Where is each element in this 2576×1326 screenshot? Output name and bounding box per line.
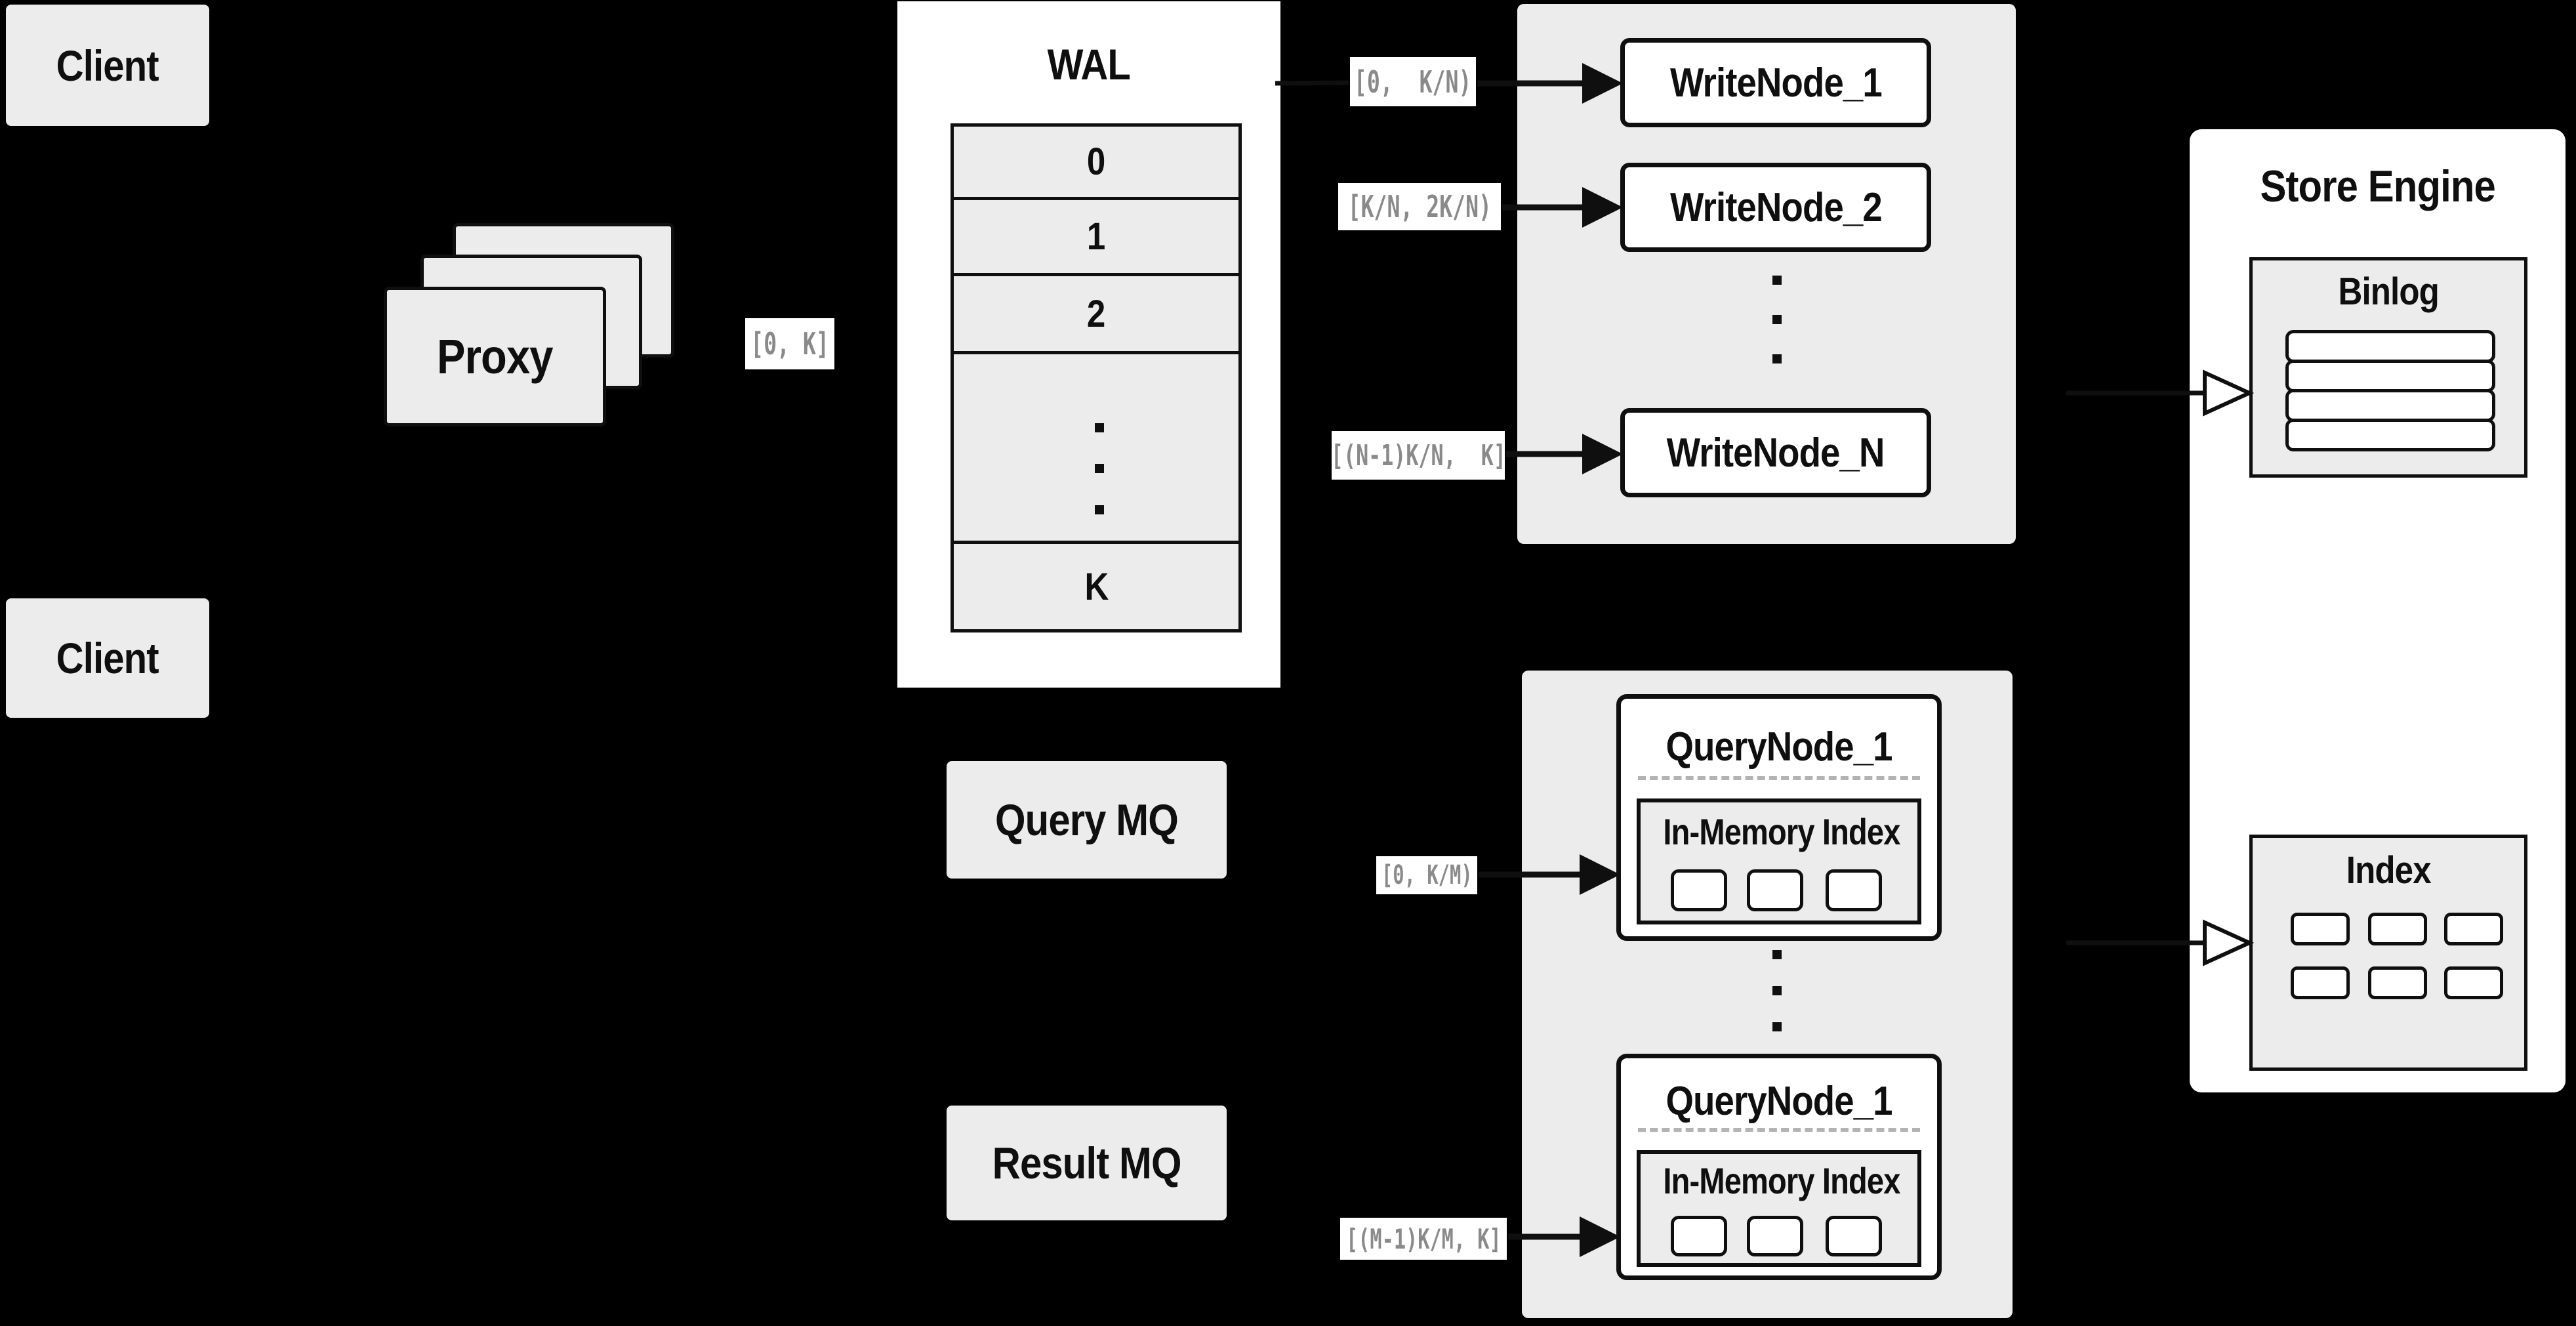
write-node-1-label: WriteNode_1 <box>1669 60 1883 106</box>
query-node-top-title: QueryNode_1 <box>1666 724 1892 770</box>
wal-panel: WAL 0 1 2 K <box>897 1 1280 688</box>
index-title: Index <box>2346 849 2432 892</box>
store-engine-panel: Store Engine Binlog Index <box>2190 129 2566 1092</box>
in-memory-index-top-box: In-Memory Index <box>1637 798 1921 924</box>
dot <box>1095 423 1104 432</box>
binlog-row <box>2285 419 2495 451</box>
query-node-bottom-title: QueryNode_1 <box>1666 1079 1892 1124</box>
dot <box>1772 950 1782 959</box>
wal-table: 0 1 2 K <box>951 123 1242 632</box>
label-range-querynode-last: [(M-1)K/M, K] <box>1340 1218 1507 1260</box>
query-mq-label: Query MQ <box>995 795 1179 845</box>
result-mq-box: Result MQ <box>947 1106 1227 1220</box>
write-node-n-label: WriteNode_N <box>1667 430 1885 476</box>
store-engine-title: Store Engine <box>2260 161 2495 211</box>
wal-title: WAL <box>1047 40 1131 89</box>
proxy-card-front: Proxy <box>384 287 606 426</box>
in-memory-index-bottom-title: In-Memory Index <box>1663 1160 1900 1201</box>
wal-row-0: 0 <box>954 127 1238 200</box>
segment-square <box>1826 869 1882 911</box>
write-node-2-label: WriteNode_2 <box>1669 184 1883 230</box>
client-bottom-label: Client <box>56 634 159 682</box>
label-range-writenode-1: [0, K/N) <box>1350 57 1476 106</box>
segment-square <box>1826 1216 1882 1256</box>
dot <box>1772 986 1782 995</box>
wal-row-1: 1 <box>954 200 1238 276</box>
label-range-writenode-2: [K/N, 2K/N) <box>1338 183 1501 230</box>
client-box-top: Client <box>6 5 209 126</box>
dot <box>1095 505 1104 514</box>
in-memory-index-top-title: In-Memory Index <box>1663 811 1900 852</box>
index-square <box>2444 966 2503 999</box>
result-mq-label: Result MQ <box>992 1138 1182 1188</box>
label-proxy-to-wal: [0, K] <box>745 318 834 369</box>
dot <box>1095 464 1104 473</box>
dot <box>1772 1022 1782 1031</box>
index-square <box>2444 913 2503 945</box>
label-range-writenode-n: [(N-1)K/N, K] <box>1330 431 1506 480</box>
wal-row-ellipsis <box>954 354 1238 544</box>
segment-square <box>1671 1216 1727 1256</box>
index-square <box>2291 966 2350 999</box>
binlog-row <box>2285 360 2495 392</box>
dashed-divider <box>1638 1128 1920 1132</box>
index-square <box>2368 913 2427 945</box>
wal-row-k: K <box>954 544 1238 629</box>
query-node-top-box: QueryNode_1 In-Memory Index <box>1616 694 1942 941</box>
query-mq-box: Query MQ <box>947 761 1227 879</box>
index-square <box>2291 913 2350 945</box>
segment-square <box>1747 1216 1803 1256</box>
dot <box>1772 276 1782 285</box>
label-range-querynode-first: [0, K/M) <box>1376 856 1477 894</box>
write-node-n-box: WriteNode_N <box>1620 408 1931 497</box>
client-top-label: Client <box>56 41 159 90</box>
write-node-2-box: WriteNode_2 <box>1620 163 1931 252</box>
binlog-title: Binlog <box>2338 270 2439 313</box>
query-node-bottom-box: QueryNode_1 In-Memory Index <box>1616 1054 1942 1280</box>
wal-row-2: 2 <box>954 276 1238 354</box>
binlog-box: Binlog <box>2249 257 2527 478</box>
segment-square <box>1747 869 1803 911</box>
in-memory-index-bottom-box: In-Memory Index <box>1637 1150 1921 1267</box>
index-box: Index <box>2249 835 2527 1071</box>
segment-square <box>1671 869 1727 911</box>
dashed-divider <box>1638 776 1920 780</box>
index-square <box>2368 966 2427 999</box>
dot <box>1772 354 1782 363</box>
binlog-row <box>2285 389 2495 422</box>
binlog-rows <box>2285 330 2495 451</box>
client-box-bottom: Client <box>6 598 209 718</box>
write-node-1-box: WriteNode_1 <box>1620 38 1931 127</box>
dot <box>1772 315 1782 324</box>
binlog-row <box>2285 330 2495 363</box>
proxy-label: Proxy <box>437 329 553 384</box>
